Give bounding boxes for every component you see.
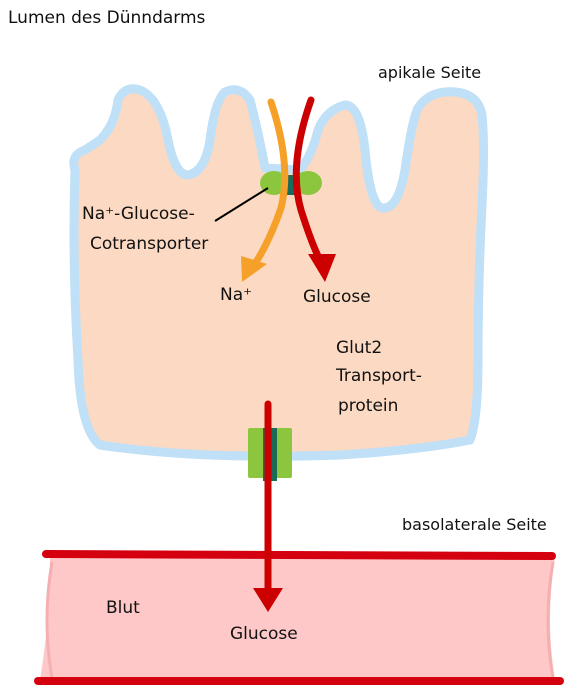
glut2-subunit-left bbox=[248, 428, 264, 478]
glut2-label-line2: Transport- bbox=[336, 366, 422, 387]
blood-vessel-top-wall bbox=[46, 554, 552, 556]
glut2-label-line3: protein bbox=[338, 396, 398, 417]
lumen-label: Lumen des Dünndarms bbox=[8, 8, 205, 29]
glut2-subunit-right bbox=[276, 428, 292, 478]
cotransporter-label-line1: Na⁺-Glucose- bbox=[82, 204, 195, 225]
basolateral-side-label: basolaterale Seite bbox=[402, 514, 547, 535]
glucose-blood-label: Glucose bbox=[230, 624, 298, 645]
cotransporter-label-line2: Cotransporter bbox=[90, 234, 208, 255]
sodium-label: Na⁺ bbox=[220, 285, 252, 306]
apical-side-label: apikale Seite bbox=[378, 62, 481, 83]
glucose-cell-label: Glucose bbox=[303, 287, 371, 308]
blood-label: Blut bbox=[106, 598, 140, 619]
glut2-label-line1: Glut2 bbox=[336, 338, 382, 359]
blood-vessel-lumen bbox=[40, 558, 555, 680]
